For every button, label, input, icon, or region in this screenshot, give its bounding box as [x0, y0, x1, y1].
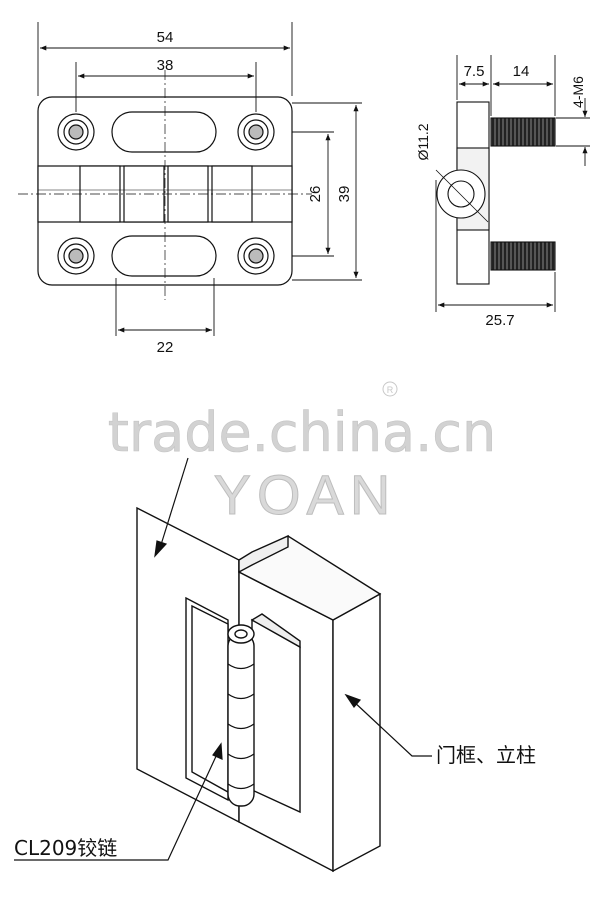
hinge-callout-label: CL209铰链	[14, 836, 117, 860]
dim-total-depth: 25.7	[485, 312, 514, 329]
hinge-barrel	[227, 633, 255, 807]
dim-overall-width: 54	[157, 29, 174, 46]
bottom-slot	[111, 235, 217, 277]
dim-pin-diameter: Ø11.2	[415, 123, 431, 160]
dim-inner-height: 26	[307, 186, 324, 203]
leader-lines	[14, 457, 432, 861]
top-view-dimensions	[37, 22, 362, 336]
top-slot	[111, 111, 217, 153]
side-view-dimensions	[435, 55, 590, 312]
side-view	[435, 101, 556, 285]
watermark-site: trade.china.cn	[108, 401, 496, 464]
hinge-pin-hole	[234, 629, 248, 639]
upper-stud	[490, 117, 556, 147]
pin-inner	[447, 180, 475, 208]
watermark-brand: YOAN	[214, 463, 397, 526]
hinge-barrel-segments	[227, 663, 255, 790]
door-edge	[238, 534, 289, 574]
registered-mark-logo: R	[382, 381, 398, 397]
dim-slot-spacing: 22	[157, 339, 174, 356]
frame-callout-label: 门框、立柱	[436, 743, 536, 767]
center-lines	[18, 70, 312, 300]
frame-side-panel	[332, 592, 381, 873]
top-view	[18, 70, 312, 300]
dim-base: 7.5	[464, 63, 485, 80]
lower-stud	[490, 241, 556, 271]
dim-overall-height: 39	[336, 186, 353, 203]
hinge-leaf-left-face	[191, 604, 229, 794]
dim-hole-spacing: 38	[157, 57, 174, 74]
mounting-holes	[57, 113, 275, 275]
dim-thread: 4-M6	[570, 76, 586, 108]
registered-mark: R	[387, 385, 394, 395]
hinge-illustration	[136, 506, 382, 873]
hinge-leaf-right-side	[250, 613, 301, 649]
dim-stud-length: 14	[513, 63, 530, 80]
hinge-leaf-right	[251, 618, 301, 814]
